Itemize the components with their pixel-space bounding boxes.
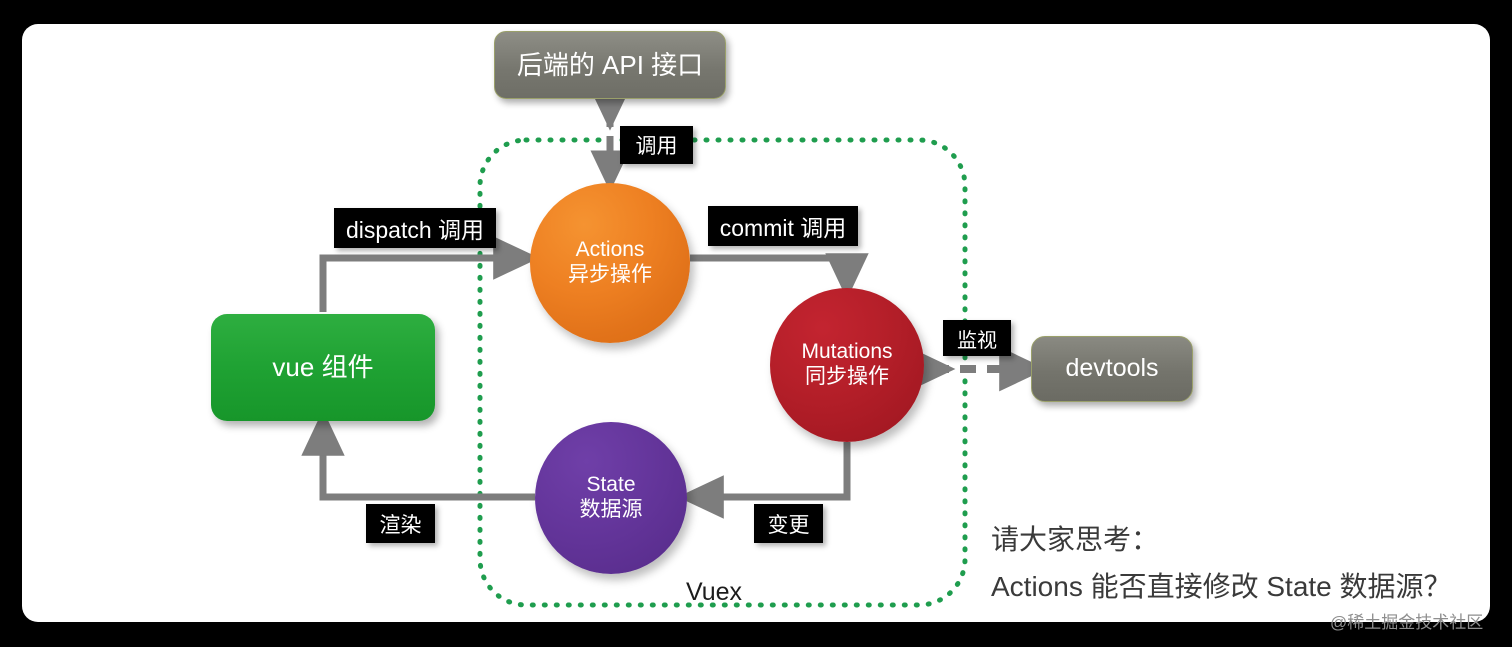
watermark: @稀土掘金技术社区: [1330, 613, 1484, 632]
edge-label-text: 渲染: [379, 513, 422, 537]
node-label: devtools: [1065, 354, 1159, 383]
vuex-boundary-label: Vuex: [686, 578, 743, 606]
node-backend-api[interactable]: 后端的 API 接口: [494, 31, 726, 99]
node-label: vue 组件: [272, 352, 374, 383]
node-devtools[interactable]: devtools: [1031, 336, 1193, 402]
edge-label-call: 调用: [620, 126, 693, 164]
edge-label-commit: commit 调用: [708, 206, 858, 246]
question-line-1: 请大家思考：: [991, 524, 1160, 555]
edge-label-text: dispatch 调用: [345, 217, 485, 243]
node-state[interactable]: State 数据源: [535, 422, 687, 574]
node-title: Mutations: [801, 340, 893, 364]
edge-label-text: 变更: [767, 513, 810, 537]
question-line-2: Actions 能否直接修改 State 数据源？: [991, 571, 1452, 602]
edge-label-render: 渲染: [366, 504, 435, 543]
edge-label-text: commit 调用: [719, 215, 847, 241]
edge-label-text: 监视: [957, 329, 997, 352]
node-subtitle: 同步操作: [804, 365, 889, 388]
node-actions[interactable]: Actions 异步操作: [530, 183, 690, 343]
edge-label-text: 调用: [635, 135, 678, 158]
edge-label-change: 变更: [754, 504, 823, 543]
node-label: 后端的 API 接口: [516, 49, 704, 80]
edge-label-watch: 监视: [943, 320, 1011, 356]
edge-label-dispatch: dispatch 调用: [334, 208, 496, 248]
node-title: Actions: [575, 238, 645, 262]
node-subtitle: 异步操作: [568, 263, 652, 286]
node-vue-component[interactable]: vue 组件: [211, 314, 435, 421]
node-title: State: [586, 473, 636, 497]
node-mutations[interactable]: Mutations 同步操作: [770, 288, 924, 442]
node-subtitle: 数据源: [579, 498, 643, 521]
